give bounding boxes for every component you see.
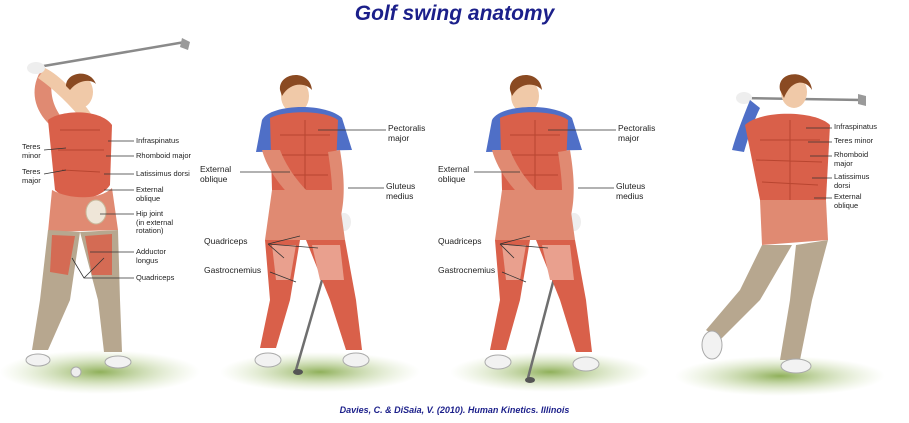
figure-downswing xyxy=(220,74,420,392)
hip-joint xyxy=(85,199,107,225)
right-arm xyxy=(38,68,92,122)
grass-patch xyxy=(220,352,420,392)
hair xyxy=(66,73,96,90)
label-gluteus-medius: Gluteus medius xyxy=(616,181,646,201)
glove xyxy=(736,92,752,104)
hair xyxy=(509,74,542,96)
grass-patch xyxy=(450,352,650,392)
left-shoe xyxy=(701,330,723,360)
label-latissimus-dorsi: Latissimus dorsi xyxy=(834,172,870,190)
right-arm xyxy=(558,150,574,220)
right-shoe xyxy=(780,358,812,374)
citation: Davies, C. & DiSaia, V. (2010). Human Ki… xyxy=(339,405,570,415)
grass-patch xyxy=(675,356,885,396)
label-external-oblique: External oblique xyxy=(200,164,232,184)
label-pectoralis-major: Pectoralis major xyxy=(618,123,656,143)
left-shoe xyxy=(254,352,282,368)
right-arm xyxy=(328,150,344,220)
left-leg xyxy=(706,245,792,340)
label-gastrocnemius: Gastrocnemius xyxy=(204,265,262,275)
label-external-oblique: External oblique xyxy=(438,164,470,184)
right-shoe xyxy=(342,352,370,368)
golf-club xyxy=(31,40,186,70)
hair xyxy=(779,74,812,98)
figure-follow-through xyxy=(675,74,885,396)
label-rhomboid-major: Rhomboid major xyxy=(136,151,192,160)
label-latissimus-dorsi: Latissimus dorsi xyxy=(136,169,190,178)
left-arm xyxy=(34,72,62,125)
label-teres-minor: Teres minor xyxy=(834,136,874,145)
right-shoe xyxy=(104,355,132,369)
label-adductor-longus: Adductor longus xyxy=(136,247,167,265)
figure-backswing xyxy=(0,38,200,394)
label-quadriceps: Quadriceps xyxy=(136,273,175,282)
left-shoe xyxy=(484,354,512,370)
glove xyxy=(27,62,45,74)
label-pectoralis-major: Pectoralis major xyxy=(388,123,426,143)
label-gastrocnemius: Gastrocnemius xyxy=(438,265,496,275)
label-teres-minor: Teres minor xyxy=(22,142,41,160)
label-external-oblique: External oblique xyxy=(136,185,164,203)
label-gluteus-medius: Gluteus medius xyxy=(386,181,416,201)
hair xyxy=(279,74,312,96)
label-quadriceps: Quadriceps xyxy=(204,236,248,246)
label-external-oblique: External oblique xyxy=(834,192,862,210)
torso-muscles xyxy=(48,112,112,200)
golf-ball xyxy=(70,366,82,378)
figure-impact xyxy=(450,74,650,392)
label-hip-joint: Hip joint (in external rotation) xyxy=(136,209,174,236)
right-shoe xyxy=(572,356,600,372)
back-muscles xyxy=(745,113,830,216)
label-infraspinatus: Infraspinatus xyxy=(136,136,179,145)
label-rhomboid-major: Rhomboid major xyxy=(834,150,869,168)
label-infraspinatus: Infraspinatus xyxy=(834,122,877,131)
label-teres-major: Teres major xyxy=(22,167,41,185)
right-leg xyxy=(780,240,828,360)
label-quadriceps: Quadriceps xyxy=(438,236,482,246)
left-shoe xyxy=(25,353,51,367)
page-title: Golf swing anatomy xyxy=(354,2,555,25)
